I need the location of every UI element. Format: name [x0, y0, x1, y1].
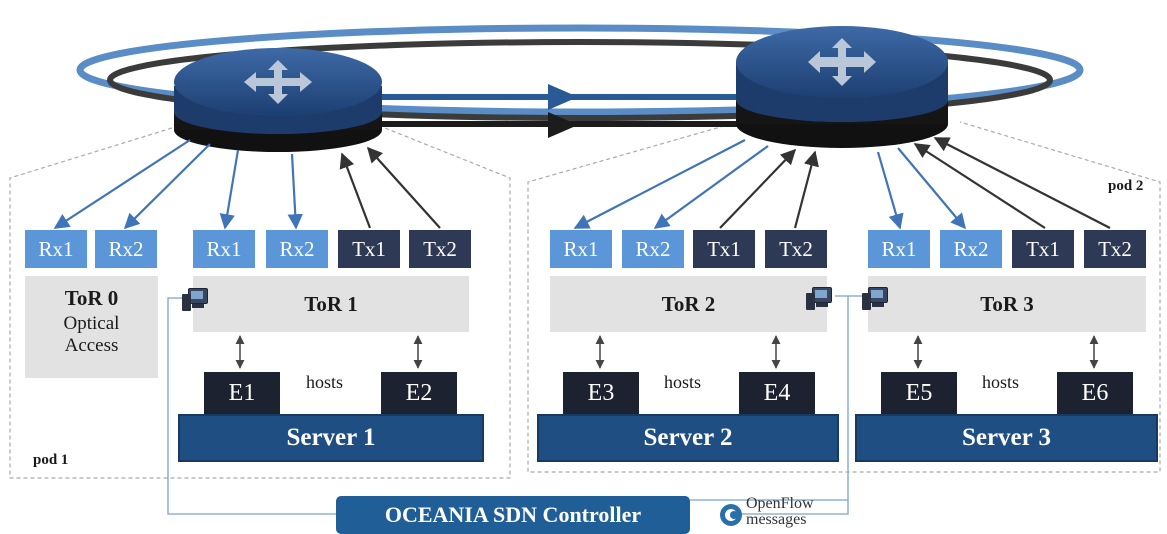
tor3-tx1-port: Tx1 [1012, 230, 1074, 268]
openflow-label-line1: OpenFlow [746, 495, 814, 512]
switch-cross-icon [244, 60, 312, 104]
tor1-rx1-port: Rx1 [193, 230, 255, 268]
tor3-rx1-port: Rx1 [868, 230, 930, 268]
tor2-tx1-port: Tx1 [693, 230, 755, 268]
tor3-rx2-port: Rx2 [940, 230, 1002, 268]
host-e1: E1 [204, 372, 280, 414]
tor0-sub1: Optical [63, 313, 120, 334]
host-e6: E6 [1057, 372, 1133, 414]
tor3-box: ToR 3 [868, 276, 1146, 332]
tor0-rx2-port: Rx2 [95, 230, 157, 268]
openflow-label: OpenFlow messages [746, 496, 826, 528]
tor2-box: ToR 2 [550, 276, 827, 332]
ring-link-outer [76, 24, 1084, 116]
controller-link-left [167, 297, 336, 515]
pod1-label: pod 1 [33, 452, 69, 468]
tor1-tx2-port: Tx2 [409, 230, 471, 268]
optical-switch-left [174, 48, 382, 152]
host-e4: E4 [739, 372, 815, 414]
openflow-logo-icon [720, 504, 742, 526]
tor1-computer-icon [182, 288, 208, 312]
tor1-rx2-port: Rx2 [266, 230, 328, 268]
optical-switch-right [736, 26, 948, 148]
host-e5: E5 [881, 372, 957, 414]
openflow-label-line2: messages [746, 511, 807, 528]
tor0-rx1-port: Rx1 [25, 230, 87, 268]
tor3-tx2-port: Tx2 [1084, 230, 1146, 268]
tor1-tx1-port: Tx1 [338, 230, 400, 268]
hosts-label: hosts [982, 372, 1020, 392]
tor2-tx2-port: Tx2 [765, 230, 827, 268]
server-2: Server 2 [537, 414, 839, 462]
pod2-label: pod 2 [1108, 178, 1144, 194]
hosts-label: hosts [664, 372, 702, 392]
tor0-sub2: Access [64, 335, 119, 356]
pod2-boundary [527, 121, 1161, 473]
switch-cross-icon [808, 38, 876, 86]
tor1-box: ToR 1 [193, 276, 469, 332]
ring-arrow-black [548, 112, 578, 138]
server-1: Server 1 [178, 414, 484, 462]
ring-link-inner [107, 39, 1053, 121]
tor2-rx1-port: Rx1 [550, 230, 612, 268]
tor2-rx2-port: Rx2 [622, 230, 684, 268]
host-e3: E3 [563, 372, 639, 414]
tor0-name: ToR 0 [64, 286, 119, 310]
ring-arrow-blue [548, 84, 578, 110]
sdn-controller: OCEANIA SDN Controller [336, 496, 690, 534]
hosts-label: hosts [306, 372, 344, 392]
tor2-computer-icon [806, 287, 832, 311]
tor0-box: ToR 0 Optical Access [25, 276, 158, 378]
controller-link-right [690, 295, 855, 501]
host-e2: E2 [381, 372, 457, 414]
pod1-boundary [9, 127, 511, 479]
server-3: Server 3 [855, 414, 1158, 462]
tor3-computer-icon [862, 287, 888, 311]
